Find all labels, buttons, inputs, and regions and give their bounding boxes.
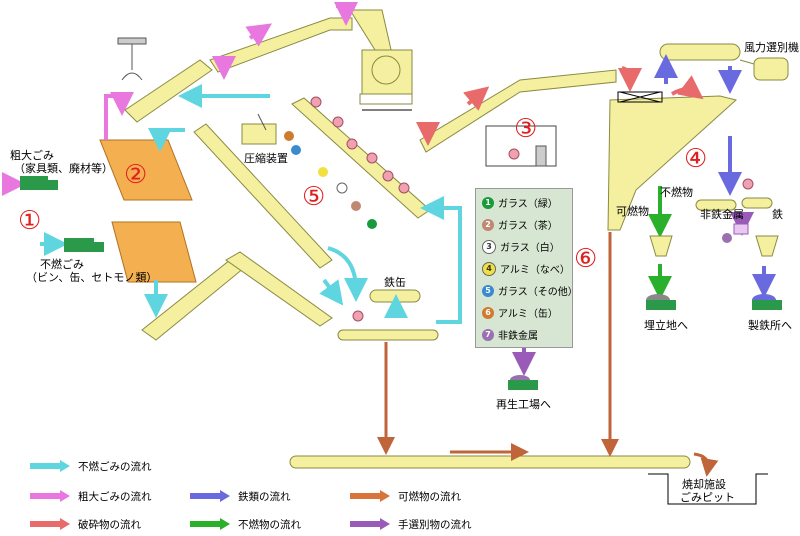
label-combustible: 可燃物 (616, 205, 649, 218)
sort-item-badge: 4 (482, 261, 496, 276)
label-incin-1: 焼却施設 (682, 478, 726, 491)
noncomb-hopper (111, 221, 197, 283)
step-number-4: ④ (684, 144, 708, 174)
sort-item-badge: 3 (482, 239, 496, 254)
conveyor-main-bottom (289, 455, 691, 469)
sort-item-label: ガラス（茶） (498, 221, 558, 232)
conveyor-1 (124, 59, 213, 123)
sort-item-badge: 2 (482, 218, 494, 231)
legend-arrow (30, 518, 70, 530)
label-steel: 製鉄所へ (748, 319, 792, 332)
legend-label: 可燃物の流れ (398, 491, 461, 503)
sort-item-badge: 1 (482, 196, 494, 209)
crane (117, 37, 147, 81)
sort-item-label: ガラス（その他） (498, 287, 578, 298)
legend-arrow (190, 490, 230, 502)
incineration-pit (648, 473, 768, 505)
legend-arrow (30, 490, 70, 502)
step-number-3: ③ (514, 114, 538, 144)
step-number-5: ⑤ (302, 182, 326, 212)
legend-arrow (190, 518, 230, 530)
sort-item: 2 ガラス（茶） (482, 217, 558, 232)
sort-item-badge: 5 (482, 284, 494, 297)
label-recycle: 再生工場へ (496, 398, 551, 411)
label-noncomb-sub: （ビン、缶、セトモノ類） (26, 271, 158, 284)
conveyor-mid (225, 251, 333, 327)
label-iron-can: 鉄缶 (384, 276, 406, 289)
conveyor-bottom-short (337, 329, 439, 341)
legend-arrow (30, 460, 70, 472)
truck-noncomb (64, 238, 104, 252)
sort-item-label: 非鉄金属 (498, 331, 538, 342)
legend-label: 鉄類の流れ (238, 491, 291, 503)
nonferrous-conveyor (695, 199, 737, 211)
sort-item-label: ガラス（緑） (498, 199, 558, 210)
wind-conveyor (659, 43, 741, 61)
iron-conveyor (741, 197, 773, 209)
truck-recycle (508, 375, 538, 390)
label-bulky: 粗大ごみ (10, 149, 54, 162)
legend-arrow (350, 518, 390, 530)
truck-bulky (20, 176, 58, 190)
label-nonburn: 不燃物 (660, 186, 693, 199)
sort-item: 7 非鉄金属 (482, 327, 538, 342)
sort-item-badge: 6 (482, 306, 494, 319)
step-number-6: ⑥ (574, 244, 598, 274)
conveyor-2 (209, 17, 353, 73)
label-iron: 鉄 (772, 208, 783, 221)
truck-landfill (646, 294, 676, 310)
sort-item: 5 ガラス（その他） (482, 283, 578, 298)
conveyor-diag (193, 123, 333, 269)
station-3 (485, 125, 557, 167)
label-incin-2: ごみピット (680, 491, 735, 504)
label-press: 圧縮装置 (244, 152, 288, 165)
separator-chute (607, 95, 738, 231)
truck-steel (752, 294, 782, 310)
label-bulky-sub: （家具類、廃材等） (14, 162, 113, 175)
step-number-1: ① (18, 206, 42, 236)
wind-separator (753, 57, 789, 81)
sort-item-label: アルミ（なべ） (500, 265, 570, 276)
conveyor-incline (419, 69, 617, 153)
legend-label: 手選別物の流れ (398, 519, 472, 531)
sort-item: 6 アルミ（缶） (482, 305, 558, 320)
label-wind: 風力選別機 (744, 41, 799, 54)
crusher (359, 49, 413, 105)
legend-label: 不燃ごみの流れ (78, 461, 152, 473)
label-noncomb: 不燃ごみ (40, 258, 84, 271)
sort-item-label: ガラス（白） (500, 243, 560, 254)
legend-arrow (350, 490, 390, 502)
legend-label: 不燃物の流れ (238, 519, 301, 531)
sort-item: 3 ガラス（白） (482, 239, 560, 254)
sort-item: 4 アルミ（なべ） (482, 261, 570, 276)
sort-item: 1 ガラス（緑） (482, 195, 558, 210)
bulky-hopper (99, 139, 193, 201)
sort-item-label: アルミ（缶） (498, 309, 558, 320)
label-nonferrous: 非鉄金属 (700, 208, 744, 221)
legend-label: 粗大ごみの流れ (78, 491, 152, 503)
legend-label: 破砕物の流れ (78, 519, 141, 531)
label-landfill: 埋立地へ (644, 319, 688, 332)
sort-item-badge: 7 (482, 328, 494, 341)
press-device (241, 113, 277, 145)
step-number-2: ② (124, 160, 148, 190)
conveyor-iron-can (369, 289, 421, 303)
